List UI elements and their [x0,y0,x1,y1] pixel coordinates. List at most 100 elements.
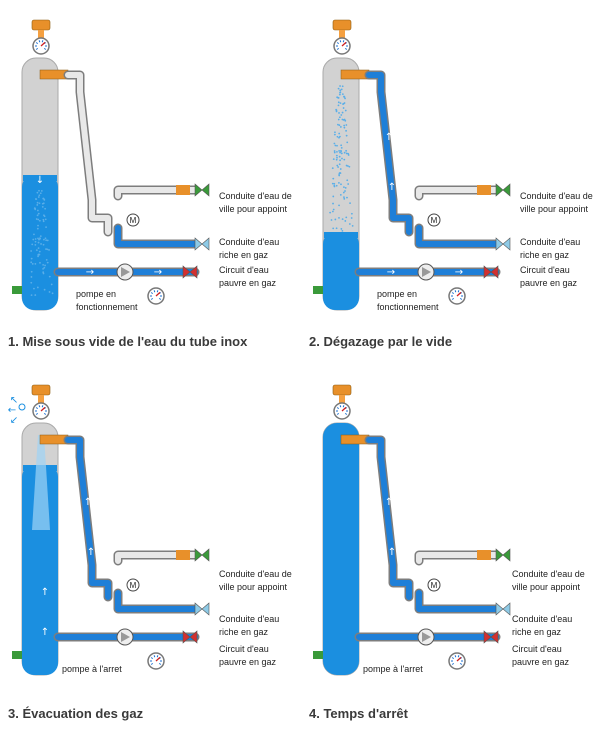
gas-spray-dot [346,141,349,144]
gas-rich-valve-b [502,602,511,616]
gas-spray-dot [347,154,350,156]
dissolved-gas-dot [45,258,48,261]
dissolved-gas-dot [36,201,39,204]
gas-spray-dot [339,159,341,162]
city-water-pipe [416,552,499,564]
dissolved-gas-dot [43,238,45,241]
drain-valve [12,651,22,659]
motor-valve [427,578,441,592]
gas-spray-dot [336,135,339,138]
dissolved-gas-dot [42,264,45,266]
gas-spray-dot [345,216,348,219]
gas-spray-dot [338,155,341,158]
gas-spray-dot [335,184,338,187]
gas-spray-dot [351,224,354,227]
pump-pressure-gauge-tick [150,292,154,295]
dissolved-gas-dot [33,287,35,290]
gas-spray-dot [340,88,343,91]
gas-spray-dot [348,223,351,225]
riser-flow-arrow: ↑ [87,547,95,558]
gas-spray-dot [336,150,338,153]
gas-spray-dot [333,182,336,185]
dissolved-gas-dot [44,237,47,240]
dissolved-gas-dot [48,291,51,293]
gas-rich-valve [194,237,203,251]
gas-spray-dot [344,109,347,112]
gas-rich-valve [194,602,203,616]
gas-spray-dot [332,195,335,198]
pump-flow-arrow: → [455,267,463,278]
city-water-fitting [176,550,190,560]
dissolved-gas-dot [36,286,39,289]
gas-spray-dot [337,104,340,107]
motor-label: M [130,216,137,225]
gas-spray-dot [337,87,340,90]
gas-spray-dot [337,97,340,99]
gas-spray-dot [339,193,342,196]
vent-arrow: ↙ [10,415,18,426]
gas-spray-dot [343,95,345,98]
gas-spray-dot [333,142,336,145]
gas-rich-pipe [115,590,198,612]
gas-spray-dot [340,146,343,149]
gas-rich-pipe [416,225,499,247]
tank-water [323,423,359,675]
dissolved-gas-dot [48,249,50,251]
city-water-fitting [477,550,491,560]
dissolved-gas-dot [46,248,49,251]
top-pressure-gauge-tick [344,47,348,50]
dissolved-gas-dot [38,253,41,256]
rise-arrow: ↑ [41,587,49,598]
dissolved-gas-dot [35,249,38,252]
city-water-valve-b [502,183,511,197]
gas-spray-dot [338,181,340,184]
gas-spray-dot [339,126,342,128]
gas-spray-dot [339,151,341,154]
gas-spray-dot [336,144,338,147]
gas-poor-valve [182,630,191,644]
vent-puff [18,403,26,411]
gas-spray-dot [329,211,332,214]
schematic-evacuation: ↑↑↖←↙↑↑M [8,384,210,676]
dissolved-gas-dot [46,261,49,264]
city-water-valve-b [201,548,210,562]
gas-spray-dot [339,85,341,87]
dissolved-gas-dot [40,243,42,245]
caption-4: 4. Temps d'arrêt [309,706,408,721]
gas-spray-dot [345,149,347,152]
dissolved-gas-dot [37,241,40,244]
gas-spray-dot [341,118,344,121]
gas-spray-dot [334,218,337,221]
dissolved-gas-dot [37,196,40,198]
dissolved-gas-dot [38,194,41,197]
gas-spray-dot [343,126,346,129]
vent-arrow: ← [8,405,16,416]
pump-pressure-gauge-needle [456,291,462,297]
pump-pressure-gauge-tick [153,655,156,658]
pump-flow-arrow: → [387,267,395,278]
gas-poor-valve-b [490,630,499,644]
top-pressure-gauge-tick [43,412,47,415]
pump-pressure-gauge-needle [155,291,161,297]
pump-pressure-gauge-tick [451,657,455,660]
top-pressure-gauge-needle [40,41,46,47]
gas-spray-dot [343,158,346,161]
dissolved-gas-dot [35,218,38,220]
rise-arrow: ↑ [41,627,49,638]
gas-spray-dot [335,227,338,230]
top-vent-fitting [332,19,352,31]
gas-spray-dot [332,208,335,211]
gas-spray-dot [336,156,338,159]
gas-spray-dot [337,166,339,168]
gas-spray-dot [347,183,350,185]
pump-arrow [422,267,431,277]
dissolved-gas-dot [41,205,44,208]
gas-spray-dot [343,197,346,200]
return-riser-pipe [65,72,111,235]
riser-flow-arrow: ↑ [385,497,393,508]
